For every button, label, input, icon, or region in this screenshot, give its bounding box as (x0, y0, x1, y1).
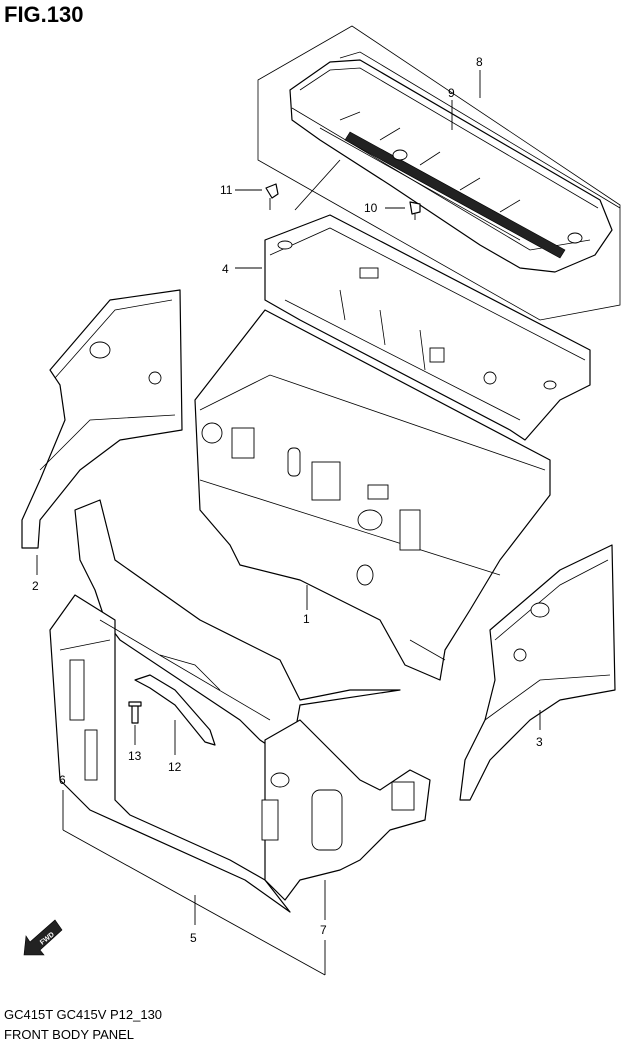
part-11-clip (265, 183, 279, 210)
callout-11: 11 (220, 183, 233, 197)
callout-2: 2 (32, 579, 39, 593)
callout-13: 13 (128, 749, 142, 763)
part-13-bolt (128, 701, 142, 724)
callout-12: 12 (168, 760, 182, 774)
fwd-arrow-icon: FWD (23, 919, 63, 956)
callout-8: 8 (476, 55, 483, 69)
leader-lines (36, 70, 541, 976)
part-2-left-apron (21, 289, 183, 549)
part-6-left-side-member (49, 594, 291, 913)
diagram-code: GC415T GC415V P12_130 (4, 1007, 163, 1022)
part-7-right-side-member (261, 719, 431, 901)
part-1-dash-panel (194, 309, 551, 681)
callout-6: 6 (59, 773, 66, 787)
diagram-name: FRONT BODY PANEL (4, 1027, 135, 1042)
part-8-cowl-assembly-box (257, 25, 621, 321)
callout-1: 1 (303, 612, 310, 626)
figure-title: FIG.130 (4, 2, 84, 27)
part-5-radiator-core-support (49, 499, 431, 913)
part-10-clip (409, 201, 421, 220)
part-3-right-apron (459, 544, 616, 801)
callout-3: 3 (536, 735, 543, 749)
callout-9: 9 (448, 86, 455, 100)
part-4-cowl-inner-panel (264, 214, 591, 441)
part-9-cowl-top-panel (289, 51, 621, 273)
callout-4: 4 (222, 262, 229, 276)
callout-5: 5 (190, 931, 197, 945)
callout-labels: 1 2 3 4 5 6 7 8 9 10 11 12 13 (32, 55, 543, 945)
callout-7: 7 (320, 923, 327, 937)
callout-10: 10 (364, 201, 378, 215)
part-12-bracket (134, 674, 216, 746)
